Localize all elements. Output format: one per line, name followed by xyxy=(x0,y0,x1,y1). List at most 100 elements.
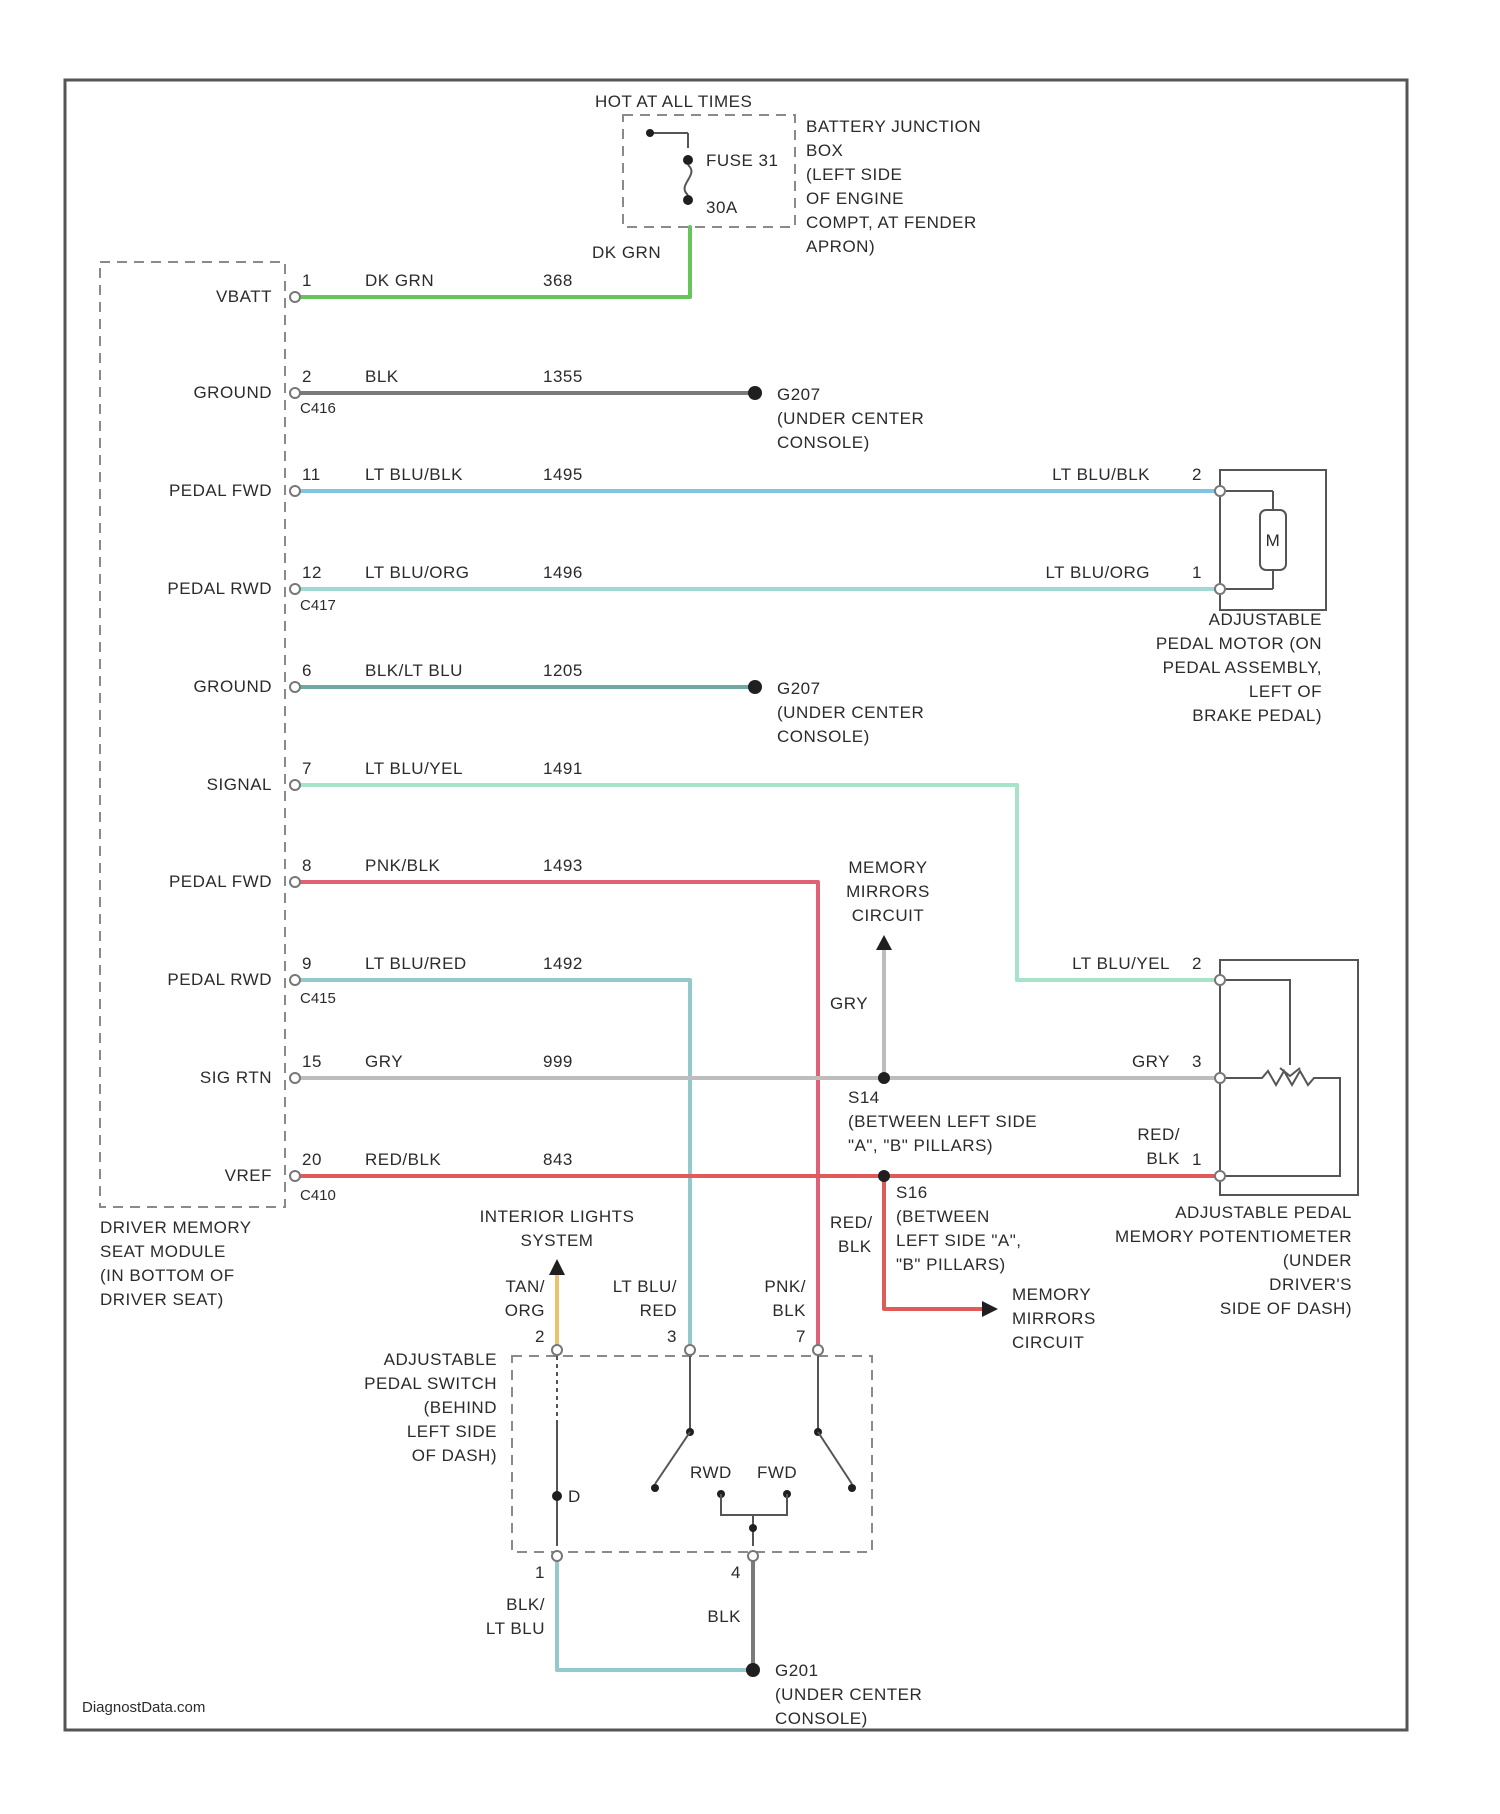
pin-function-label: PEDAL RWD xyxy=(167,970,272,989)
module-name-line-4: DRIVER SEAT) xyxy=(100,1290,224,1309)
memory-mirrors-line-1: MEMORY xyxy=(848,858,927,877)
circuit-number: 368 xyxy=(543,271,573,290)
switch-pin-terminal xyxy=(552,1551,562,1561)
pin-function-label: GROUND xyxy=(193,677,272,696)
splice-s16: S16 (BETWEEN LEFT SIDE "A", "B" PILLARS) xyxy=(878,1170,1022,1274)
lt-blu-red-wire-line-2: RED xyxy=(640,1301,677,1320)
pin-function-label: PEDAL FWD xyxy=(169,872,272,891)
motor-name-line-1: ADJUSTABLE xyxy=(1209,610,1322,629)
potentiometer-pin-bottom: 1 xyxy=(1192,1150,1202,1169)
connector-c415: C415 xyxy=(300,990,336,1007)
motor-pin-terminal xyxy=(1215,486,1225,496)
pnk-blk-wire-line-1: PNK/ xyxy=(764,1277,806,1296)
module-name-line-2: SEAT MODULE xyxy=(100,1242,226,1261)
pin-function-label: GROUND xyxy=(193,383,272,402)
switch-name-line-3: (BEHIND xyxy=(424,1398,497,1417)
fuse-terminal-bottom-icon xyxy=(683,195,693,205)
junction-box-line-1: BATTERY JUNCTION xyxy=(806,117,981,136)
rwd-label: RWD xyxy=(690,1463,732,1482)
module-pin-terminal xyxy=(290,1073,300,1083)
arrow-up-icon xyxy=(549,1259,565,1275)
memory-mirrors-wire-line-1: RED/ xyxy=(830,1213,873,1232)
potentiometer-name-line-1: ADJUSTABLE PEDAL xyxy=(1175,1203,1352,1222)
wire-color-label: LT BLU/YEL xyxy=(365,759,463,778)
adjustable-pedal-switch: ADJUSTABLE PEDAL SWITCH (BEHIND LEFT SID… xyxy=(364,1207,872,1638)
module-name-line-1: DRIVER MEMORY xyxy=(100,1218,252,1237)
ground-location-line-1: (UNDER CENTER xyxy=(775,1685,922,1704)
ground-g207-upper: G207 (UNDER CENTER CONSOLE) xyxy=(748,385,924,452)
switch-name-line-2: PEDAL SWITCH xyxy=(364,1374,497,1393)
module-pins xyxy=(290,292,300,1181)
ground-point-icon xyxy=(746,1663,760,1677)
splice-s14: S14 (BETWEEN LEFT SIDE "A", "B" PILLARS) xyxy=(848,1072,1037,1155)
rwd-contact-blade-icon xyxy=(655,1432,690,1484)
potentiometer-wire-bottom-line-2: BLK xyxy=(1146,1149,1180,1168)
memory-mirrors-line-3: CIRCUIT xyxy=(1012,1333,1084,1352)
ground-location-line-1: (UNDER CENTER xyxy=(777,703,924,722)
switch-pin-blue: 3 xyxy=(667,1327,677,1346)
internal-component-label: D xyxy=(568,1487,581,1506)
potentiometer-pin-top: 2 xyxy=(1192,954,1202,973)
circuit-number: 1496 xyxy=(543,563,583,582)
potentiometer-pin-terminal xyxy=(1215,1171,1225,1181)
common-bus xyxy=(721,1494,787,1515)
module-pin-terminal xyxy=(290,388,300,398)
fuse-name: FUSE 31 xyxy=(706,151,778,170)
motor-symbol: M xyxy=(1266,531,1281,550)
arrow-up-icon xyxy=(876,935,892,950)
ground-name: G201 xyxy=(775,1661,819,1680)
connector-c410: C410 xyxy=(300,1187,336,1204)
wire-color-label: DK GRN xyxy=(365,271,434,290)
potentiometer-name-line-3: (UNDER xyxy=(1283,1251,1352,1270)
interior-lights-line-2: SYSTEM xyxy=(521,1231,594,1250)
motor-pin-bottom: 1 xyxy=(1192,563,1202,582)
junction-box-line-2: BOX xyxy=(806,141,843,160)
switch-pin-terminal xyxy=(685,1345,695,1355)
pin-number: 6 xyxy=(302,661,312,680)
memory-mirrors-wire: GRY xyxy=(830,994,868,1013)
splice-location-line-2: "A", "B" PILLARS) xyxy=(848,1136,993,1155)
splice-dot-icon xyxy=(878,1072,890,1084)
wire-color-label: GRY xyxy=(365,1052,403,1071)
connector-c416: C416 xyxy=(300,400,336,417)
module-pin-terminal xyxy=(290,1171,300,1181)
junction-box-line-6: APRON) xyxy=(806,237,875,256)
switch-pin-terminal xyxy=(552,1345,562,1355)
switch-pin-pink: 7 xyxy=(796,1327,806,1346)
module-name-line-3: (IN BOTTOM OF xyxy=(100,1266,235,1285)
common-junction-icon xyxy=(749,1524,757,1532)
motor-wire-bottom: LT BLU/ORG xyxy=(1045,563,1150,582)
pin-function-label: VBATT xyxy=(216,287,272,306)
potentiometer-name-line-2: MEMORY POTENTIOMETER xyxy=(1115,1227,1352,1246)
footer-credit: DiagnostData.com xyxy=(82,1699,205,1716)
fuse-element-icon xyxy=(685,165,692,195)
potentiometer-pin-mid: 3 xyxy=(1192,1052,1202,1071)
blk-wire-label: BLK xyxy=(707,1607,741,1626)
motor-pin-top: 2 xyxy=(1192,465,1202,484)
motor-name-line-3: PEDAL ASSEMBLY, xyxy=(1163,658,1322,677)
pin-number: 8 xyxy=(302,856,312,875)
splice-location-line-2: LEFT SIDE "A", xyxy=(896,1231,1022,1250)
ground-location-line-1: (UNDER CENTER xyxy=(777,409,924,428)
motor-name-line-2: PEDAL MOTOR (ON xyxy=(1156,634,1322,653)
wire-color-label: LT BLU/RED xyxy=(365,954,467,973)
blk-lt-blu-wire-line-2: LT BLU xyxy=(486,1619,545,1638)
memory-mirrors-line-2: MIRRORS xyxy=(1012,1309,1096,1328)
ground-g201: G201 (UNDER CENTER CONSOLE) xyxy=(746,1661,922,1728)
fwd-contact-blade-icon xyxy=(818,1432,852,1484)
ground-name: G207 xyxy=(777,385,821,404)
tan-org-wire-line-2: ORG xyxy=(505,1301,545,1320)
pin-function-label: VREF xyxy=(225,1166,272,1185)
pin-function-label: PEDAL FWD xyxy=(169,481,272,500)
fwd-label: FWD xyxy=(757,1463,797,1482)
memory-mirrors-line-2: MIRRORS xyxy=(846,882,930,901)
ground-location-line-2: CONSOLE) xyxy=(777,727,870,746)
switch-name-line-4: LEFT SIDE xyxy=(407,1422,497,1441)
wiper-lead xyxy=(1226,980,1290,1065)
ground-name: G207 xyxy=(777,679,821,698)
pin-number: 12 xyxy=(302,563,322,582)
tan-org-wire-line-1: TAN/ xyxy=(506,1277,545,1296)
potentiometer-wire-mid: GRY xyxy=(1132,1052,1170,1071)
wire-color-label: BLK/LT BLU xyxy=(365,661,463,680)
